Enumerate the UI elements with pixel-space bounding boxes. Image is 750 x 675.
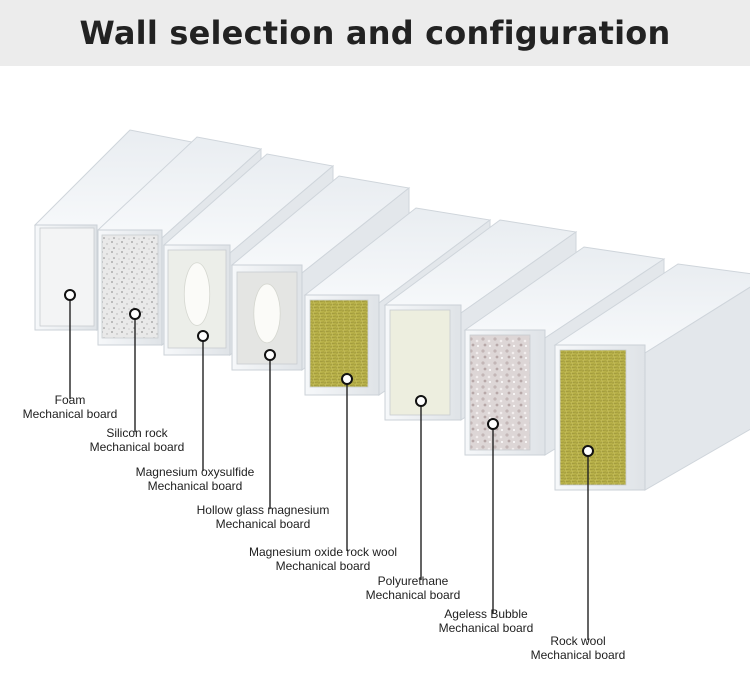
label-material: Magnesium oxide rock wool: [248, 545, 398, 559]
label-material: Polyurethane: [377, 574, 449, 588]
label-material: Ageless Bubble: [444, 607, 528, 621]
marker-dot: [197, 330, 209, 342]
marker-dot: [582, 445, 594, 457]
label-subtitle: Mechanical board: [365, 588, 461, 602]
marker-dot: [341, 373, 353, 385]
panel-core-foam: [39, 227, 95, 327]
label-material: Magnesium oxysulfide: [135, 465, 255, 479]
page-title: Wall selection and configuration: [79, 14, 671, 52]
marker-dot: [487, 418, 499, 430]
label-subtitle: Mechanical board: [89, 440, 185, 454]
label-material: Rock wool: [550, 634, 606, 648]
wall-panels-diagram: [33, 129, 750, 640]
panel-core-ageless-bubble: [469, 334, 531, 451]
leader-lines: [64, 289, 594, 640]
label-material: Foam: [54, 393, 86, 407]
panel-rock-wool: [553, 263, 750, 491]
label-subtitle: Mechanical board: [530, 648, 626, 662]
panel-core-magnesium-rock-wool: [309, 299, 369, 388]
panel-core-rock-wool: [559, 349, 627, 486]
panel-group: [33, 129, 750, 491]
panel-core-silicon-rock: [101, 234, 159, 339]
label-subtitle: Mechanical board: [147, 479, 243, 493]
label-subtitle: Mechanical board: [215, 517, 311, 531]
label-material: Hollow glass magnesium: [196, 503, 330, 517]
label-subtitle: Mechanical board: [438, 621, 534, 635]
hollow-cavity: [183, 262, 211, 326]
label-material: Silicon rock: [106, 426, 168, 440]
label-subtitle: Mechanical board: [22, 407, 118, 421]
marker-dot: [415, 395, 427, 407]
header-banner: Wall selection and configuration: [0, 0, 750, 66]
marker-dot: [264, 349, 276, 361]
label-subtitle: Mechanical board: [275, 559, 371, 573]
marker-dot: [129, 308, 141, 320]
marker-dot: [64, 289, 76, 301]
hollow-cavity: [253, 283, 281, 344]
